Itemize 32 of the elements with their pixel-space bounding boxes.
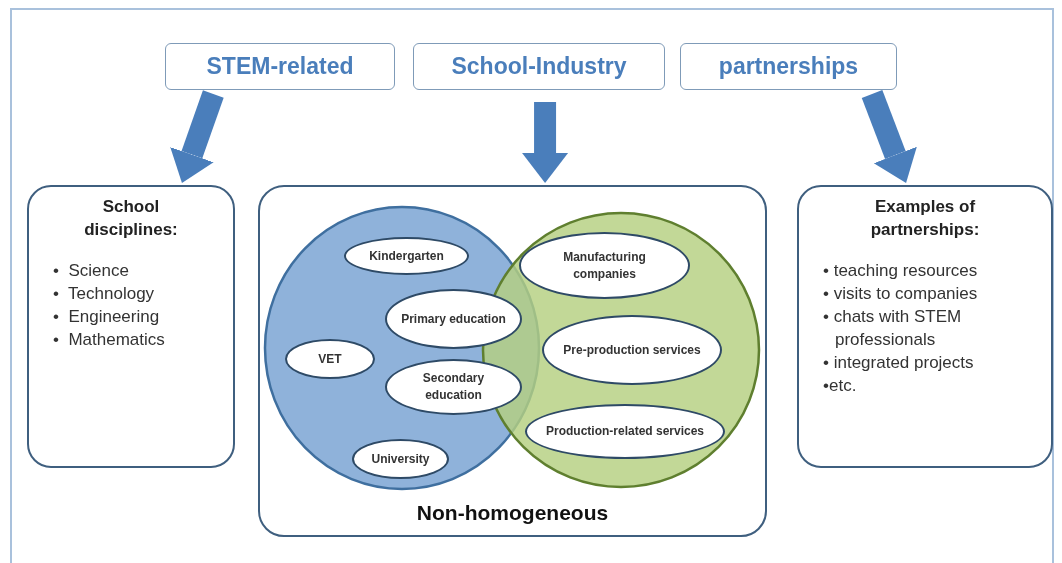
list-item: • visits to companies [823,283,979,305]
node-label: Pre-production services [563,341,701,359]
rounded-box [27,185,235,468]
heading-word: School-Industry [451,53,627,80]
box-heading: Examples of partnerships: [869,196,981,241]
block-arrow [170,90,224,183]
heading-word: partnerships [718,53,859,80]
rounded-box [797,185,1053,468]
node-label: Secondary education [421,370,486,404]
node-label: Manufacturing companies [562,248,647,283]
rounded-box [258,185,767,537]
list-item: •etc. [823,375,858,397]
title-box [413,43,665,90]
list-item: • Technology [53,283,156,305]
heading-word: STEM-related [206,53,354,80]
box-heading: School disciplines: [83,196,179,241]
node-label: Production-related services [545,423,705,440]
list-item: • teaching resources [823,260,979,282]
node-label: Kindergarten [369,247,444,265]
title-box [680,43,897,90]
node-label: University [371,450,430,468]
title-box [165,43,395,90]
diagram-caption: Non-homogeneous [416,501,609,525]
list-item: • chats with STEM professionals [823,306,963,351]
block-arrow [522,102,569,183]
list-item: • Mathematics [53,329,166,351]
list-item: • Science [53,260,130,282]
block-arrow [861,90,917,183]
node-label: Primary education [401,310,506,328]
list-item: • integrated projects [823,352,975,374]
list-item: • Engineering [53,306,161,328]
node-label: VET [318,350,342,368]
